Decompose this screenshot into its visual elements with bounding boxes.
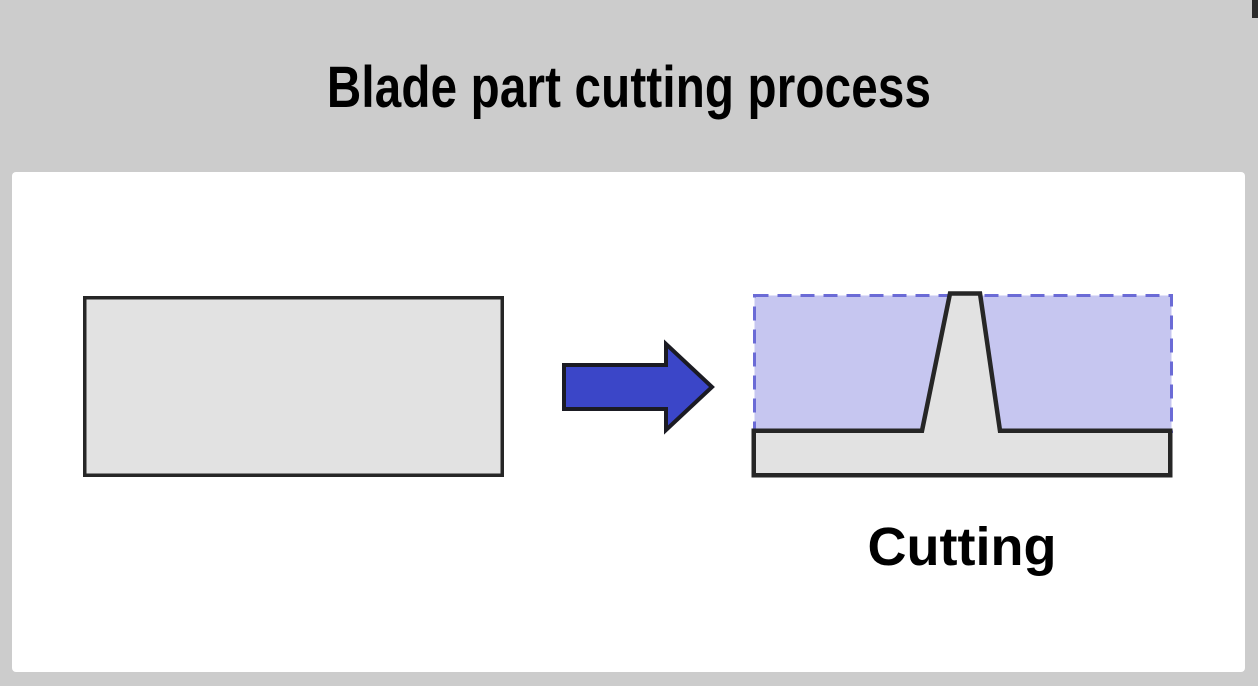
stock-blank-rectangle bbox=[83, 296, 504, 477]
cut-part-assembly bbox=[751, 291, 1173, 478]
title-band: Blade part cutting process bbox=[0, 0, 1258, 172]
process-arrow bbox=[562, 339, 715, 435]
page-title: Blade part cutting process bbox=[326, 55, 932, 120]
cut-blade-part bbox=[751, 291, 1173, 478]
cutting-caption: Cutting bbox=[867, 517, 1057, 577]
window-edge-sliver bbox=[1252, 0, 1258, 18]
